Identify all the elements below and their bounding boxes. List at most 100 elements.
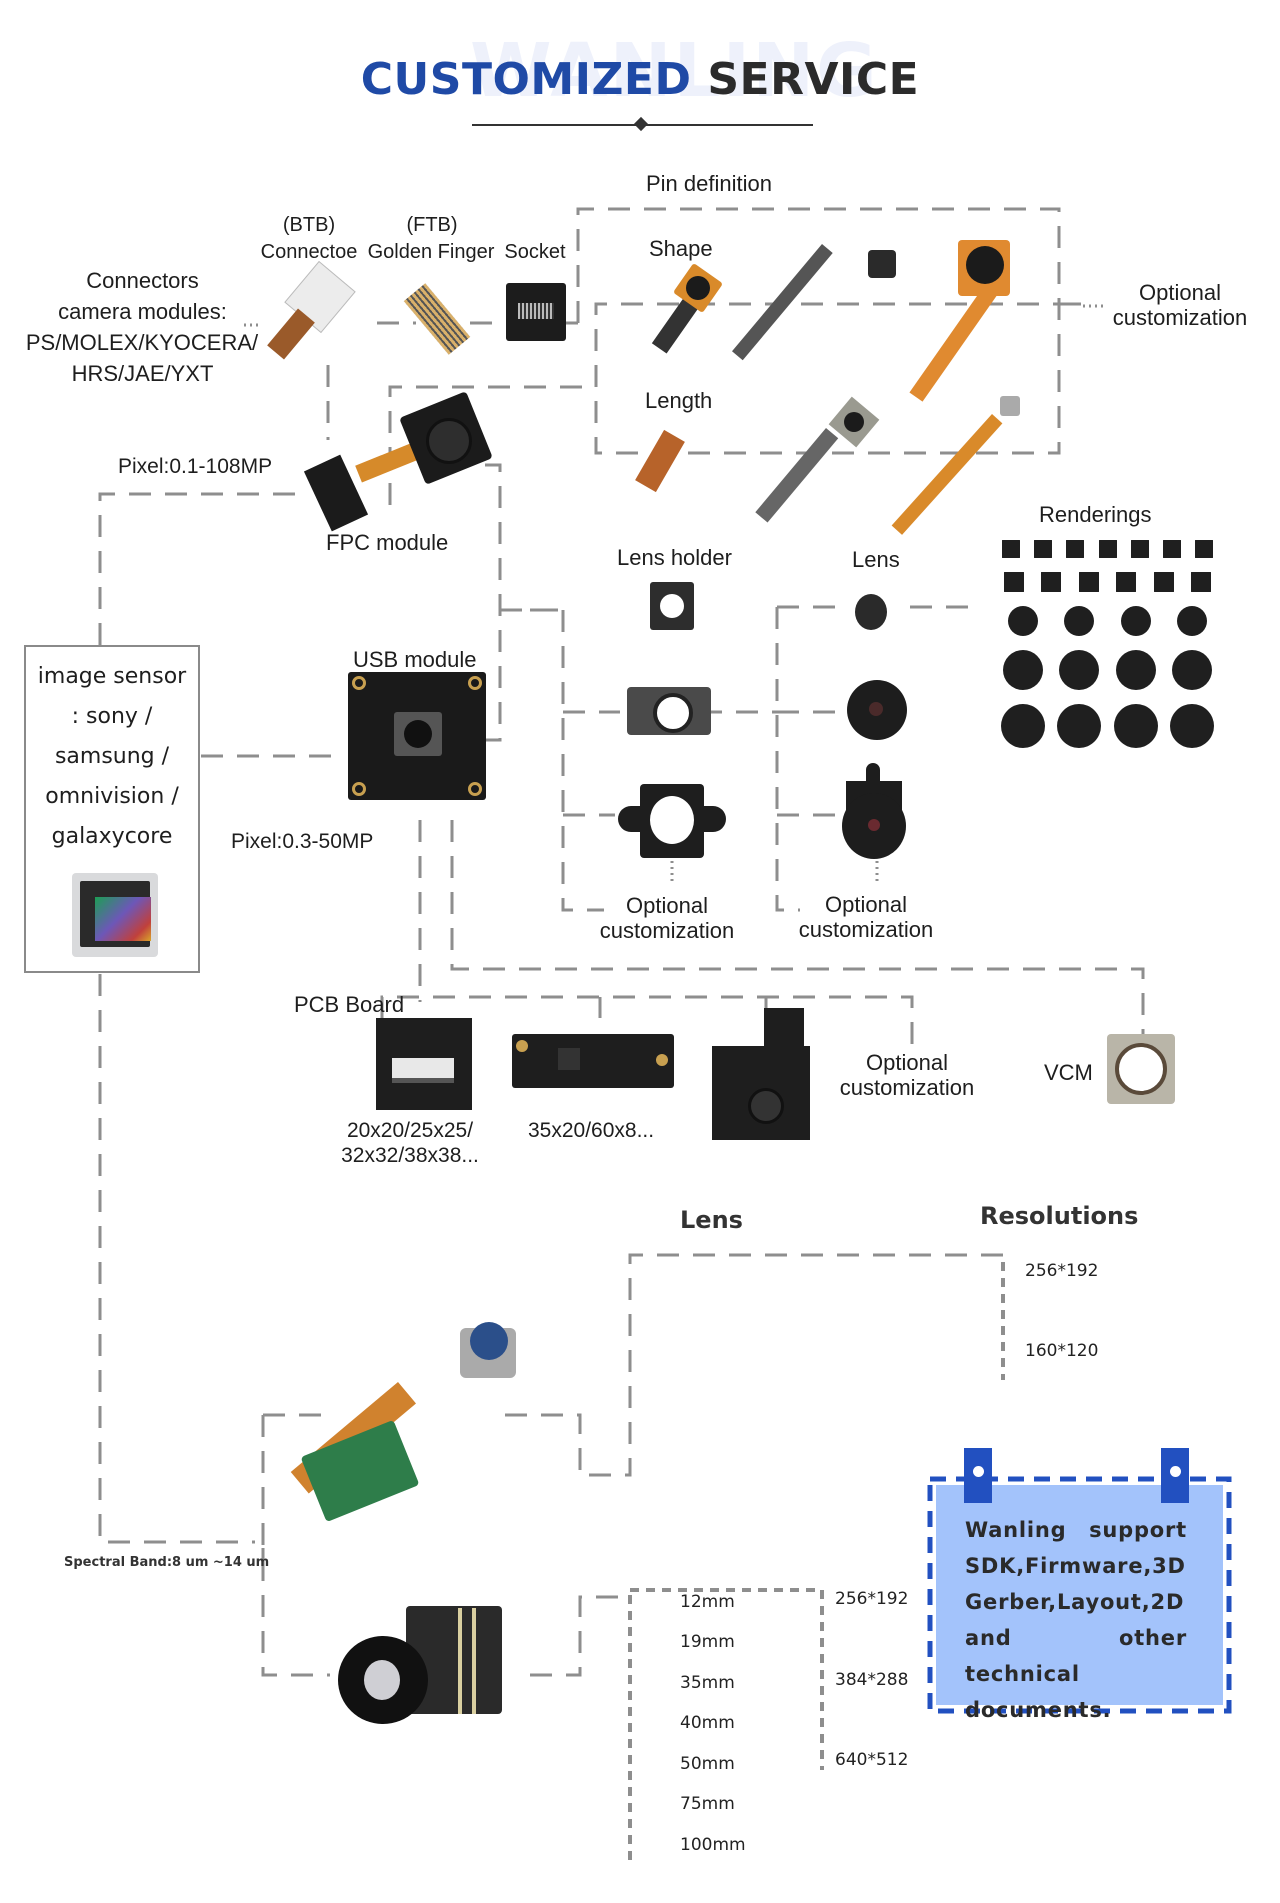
rendering-thumbnail — [1153, 572, 1174, 592]
vcm-image — [1107, 1034, 1175, 1104]
rendering-thumbnail — [1066, 540, 1085, 558]
sensor-chip-image — [72, 873, 158, 957]
socket-image — [506, 283, 566, 341]
lens-large-image — [842, 763, 906, 863]
lens-focal-length: 50mm — [680, 1754, 735, 1774]
btb-connector-image — [267, 260, 356, 360]
thermal-module-a-image — [290, 1318, 560, 1523]
lens-holder-bracket — [530, 608, 604, 912]
fpc-right-line — [485, 463, 502, 742]
module-b-resolution: 256*192 — [835, 1589, 909, 1609]
rendering-thumbnail — [1115, 650, 1156, 690]
pcb-size-a-line2: 32x32/38x38... — [341, 1144, 479, 1167]
note-border — [927, 1476, 1232, 1714]
lens-branch — [777, 605, 840, 817]
socket-label: Socket — [504, 241, 566, 263]
rendering-thumbnail — [1059, 650, 1100, 690]
long-flex-module-image — [732, 240, 910, 390]
pin-tab-icon — [964, 1448, 992, 1503]
spectral-band-label: Spectral Band:8 um ~14 um — [64, 1555, 270, 1570]
image-sensor-text: image sensor : sony / samsung / omnivisi… — [26, 657, 198, 857]
rendering-thumbnail — [1120, 606, 1151, 636]
title-primary: CUSTOMIZED — [360, 54, 692, 105]
shape-box-line — [576, 207, 1061, 455]
pcb-optional-line1: Optional — [866, 1050, 948, 1075]
btb-label: Connectoe — [260, 241, 358, 263]
optional-customization-top-line2: customization — [1112, 305, 1248, 330]
support-note: Wanling support SDK,Firmware,3D Gerber,L… — [927, 1448, 1232, 1722]
rendering-thumbnail — [1169, 704, 1214, 748]
thermal-bracket — [261, 1253, 1003, 1677]
module-b-resolution: 384*288 — [835, 1670, 909, 1690]
rendering-thumbnail — [1002, 540, 1021, 558]
sensor-line: image sensor — [37, 664, 187, 689]
renderings-label: Renderings — [1039, 502, 1152, 527]
holder-optional-line2: customization — [599, 918, 735, 943]
lens-holder-m12-image — [618, 780, 726, 862]
rendering-thumbnail — [1001, 704, 1046, 748]
golden-finger-image — [403, 280, 475, 355]
rendering-thumbnail — [1078, 572, 1099, 592]
connectors-line-3: PS/MOLEX/KYOCERA/ — [25, 330, 259, 355]
short-module-image — [635, 428, 690, 498]
lens-focal-length: 40mm — [680, 1713, 735, 1733]
connectors-line-1: Connectors — [86, 268, 199, 293]
lens-focal-length: 100mm — [680, 1835, 746, 1855]
sensor-line: samsung / — [54, 744, 170, 769]
rendering-thumbnail — [1116, 572, 1137, 592]
lens-medium-image — [847, 680, 907, 740]
slim-flex-module-image — [880, 392, 1030, 535]
connectors-line-4: HRS/JAE/YXT — [71, 361, 214, 386]
pcb-optional-line2: customization — [839, 1075, 975, 1100]
pin-tab-icon — [1161, 1448, 1189, 1503]
pin-definition-label: Pin definition — [646, 171, 772, 196]
orange-flex-module-image — [909, 232, 1040, 412]
rendering-thumbnail — [1041, 572, 1062, 592]
pcb-rect-image — [512, 1034, 674, 1088]
rendering-thumbnail — [1057, 704, 1102, 748]
rendering-thumbnail — [1191, 572, 1212, 592]
lens-focal-length: 19mm — [680, 1632, 735, 1652]
pcb-square-image — [376, 1018, 472, 1110]
rendering-thumbnail — [1171, 650, 1212, 690]
note-background — [936, 1485, 1223, 1705]
module-a-resolution: 160*120 — [1025, 1341, 1099, 1361]
ftb-label: Golden Finger — [367, 241, 495, 263]
lens-holder-branch — [563, 710, 620, 817]
module-b-resolution: 640*512 — [835, 1750, 909, 1770]
lens-focal-length: 75mm — [680, 1794, 735, 1814]
rendering-thumbnail — [1034, 540, 1053, 558]
sensor-line: omnivision / — [45, 784, 179, 809]
title-secondary: SERVICE — [707, 54, 920, 105]
fpc-module-image — [303, 391, 493, 532]
btb-abbr: (BTB) — [282, 214, 336, 236]
rendering-thumbnail — [1003, 572, 1024, 592]
usb-vcm-line — [450, 820, 1145, 1035]
rendering-thumbnail — [1064, 606, 1095, 636]
support-note-text: Wanling support SDK,Firmware,3D Gerber,L… — [965, 1518, 1187, 1722]
lens-bracket — [775, 607, 800, 912]
lens-focal-length: 35mm — [680, 1673, 735, 1693]
page-title: CUSTOMIZED SERVICE — [0, 54, 1280, 105]
lens-label: Lens — [852, 547, 900, 572]
rendering-thumbnail — [1162, 540, 1181, 558]
optional-customization-top-line1: Optional — [1139, 280, 1221, 305]
thermal-module-b-image — [338, 1596, 508, 1736]
rendering-thumbnail — [1194, 540, 1213, 558]
resolutions-header: Resolutions — [980, 1202, 1139, 1230]
rendering-thumbnail — [1008, 606, 1039, 636]
rendering-thumbnail — [1113, 704, 1158, 748]
lens-b-line — [628, 1588, 818, 1860]
usb-board-image — [348, 672, 486, 800]
af-flex-module-image — [752, 396, 892, 530]
shape-label: Shape — [649, 236, 713, 261]
rendering-thumbnail — [1176, 606, 1207, 636]
shape-module-image — [640, 262, 730, 362]
brand-watermark: WANLING — [470, 28, 879, 114]
renderings-grid-image — [995, 540, 1220, 780]
rendering-thumbnail — [1098, 540, 1117, 558]
ftb-abbr: (FTB) — [406, 214, 458, 236]
rendering-thumbnail — [1130, 540, 1149, 558]
thermal-bracket-b — [530, 1595, 627, 1677]
pcb-size-a-line1: 20x20/25x25/ — [346, 1119, 474, 1142]
